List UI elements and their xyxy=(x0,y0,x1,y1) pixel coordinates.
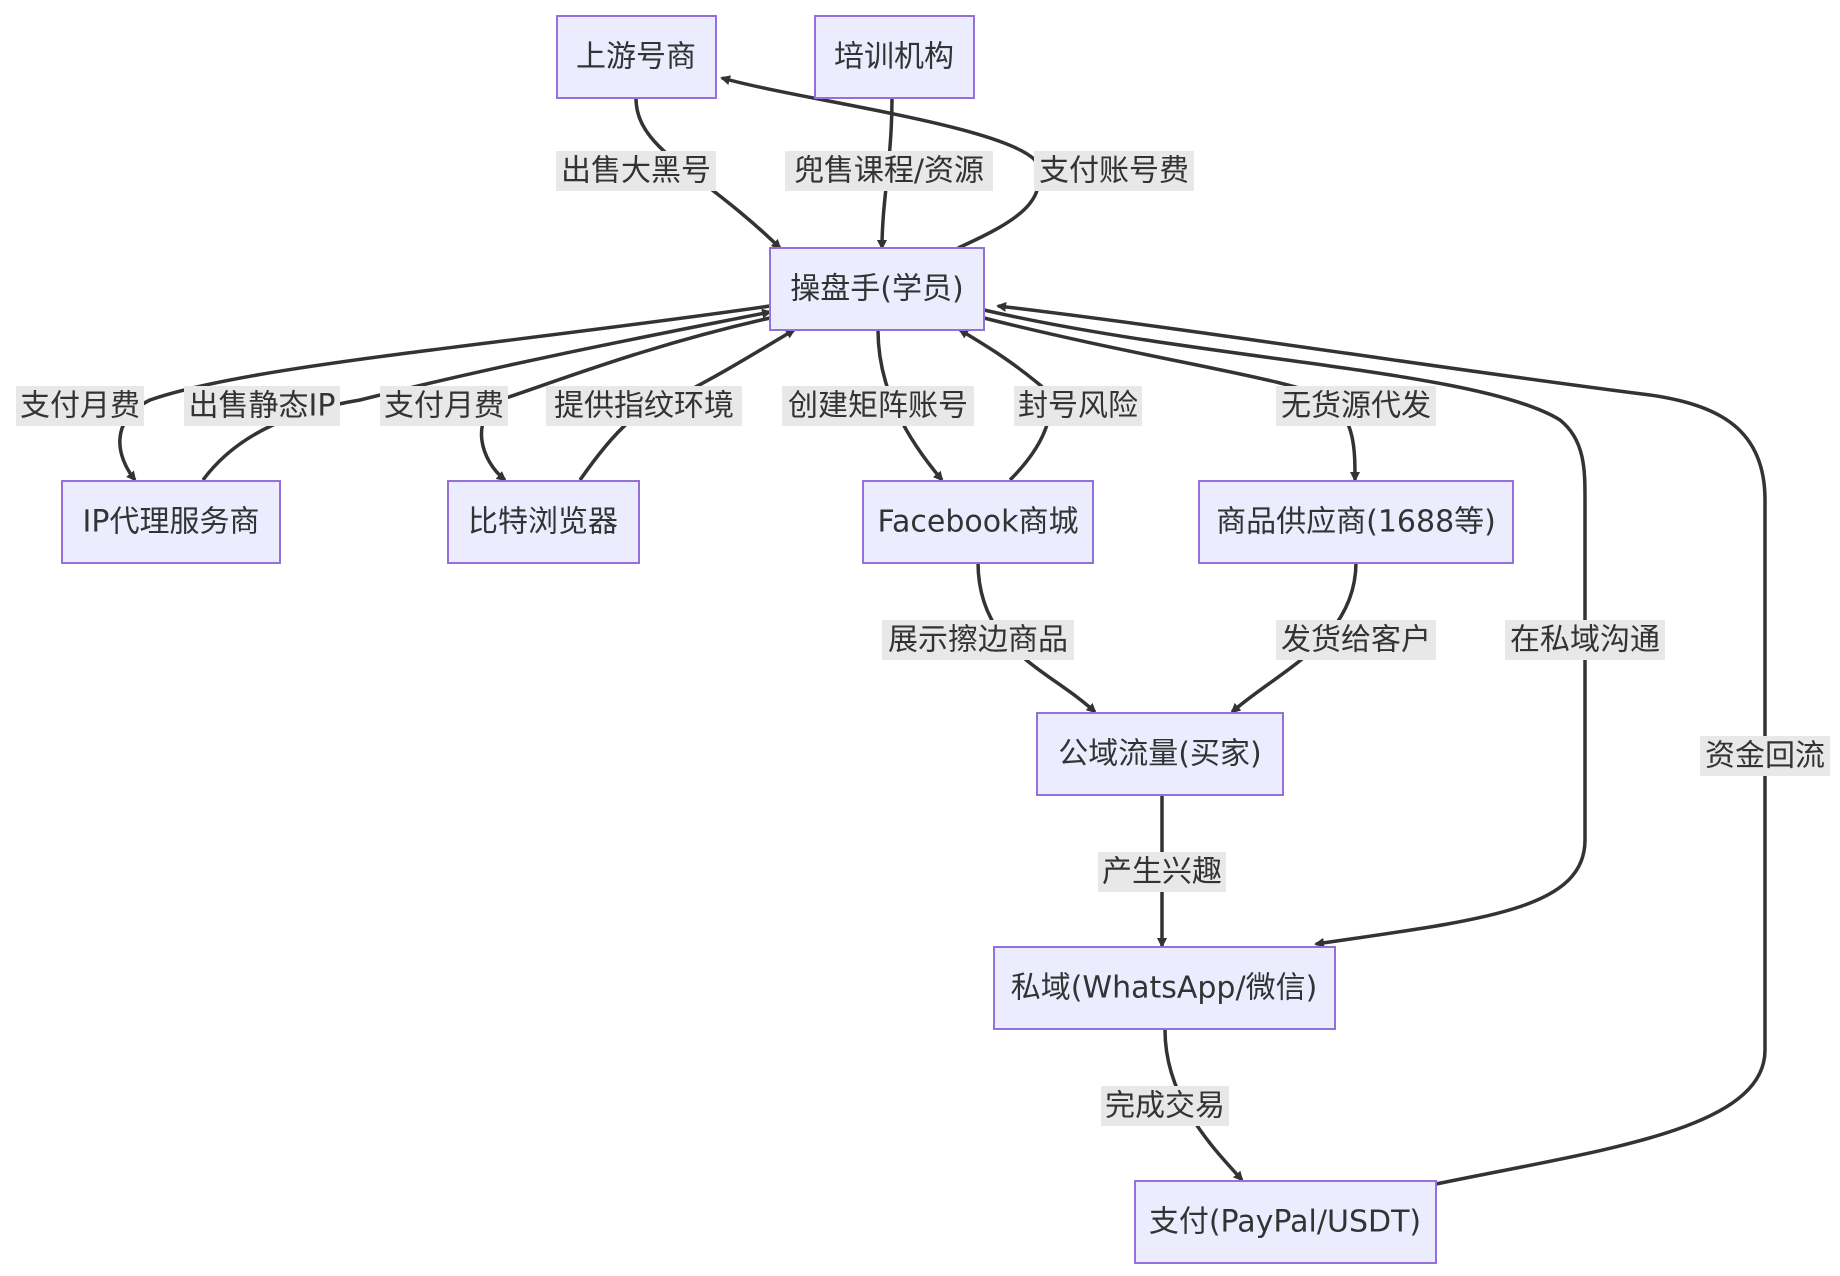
svg-text:创建矩阵账号: 创建矩阵账号 xyxy=(788,389,968,424)
svg-text:IP代理服务商: IP代理服务商 xyxy=(83,505,260,540)
svg-text:比特浏览器: 比特浏览器 xyxy=(468,505,618,540)
edge-label-supplier-to-public-traffic: 发货给客户 xyxy=(1276,620,1436,660)
edge-label-operator-to-bit-browser: 支付月费 xyxy=(380,386,508,426)
svg-text:支付月费: 支付月费 xyxy=(384,389,504,424)
node-payment: 支付(PayPal/USDT) xyxy=(1134,1180,1437,1264)
svg-text:Facebook商城: Facebook商城 xyxy=(878,505,1079,540)
edge-operator-to-private-domain xyxy=(983,308,1587,948)
svg-text:支付(PayPal/USDT): 支付(PayPal/USDT) xyxy=(1149,1205,1421,1240)
svg-text:展示擦边商品: 展示擦边商品 xyxy=(888,623,1068,658)
svg-text:培训机构: 培训机构 xyxy=(834,40,954,75)
edge-label-fb-shop-to-public-traffic: 展示擦边商品 xyxy=(882,620,1074,660)
edge-operator-to-bit-browser xyxy=(479,316,771,482)
svg-text:提供指纹环境: 提供指纹环境 xyxy=(554,389,734,424)
svg-text:资金回流: 资金回流 xyxy=(1705,739,1825,774)
node-private-domain: 私域(WhatsApp/微信) xyxy=(993,946,1336,1030)
edge-label-fb-shop-to-operator: 封号风险 xyxy=(1014,386,1142,426)
edge-label-operator-to-fb-shop: 创建矩阵账号 xyxy=(782,386,974,426)
edge-fb-shop-to-operator xyxy=(958,328,1052,482)
svg-text:商品供应商(1688等): 商品供应商(1688等) xyxy=(1216,505,1496,540)
edge-payment-to-operator xyxy=(996,301,1767,1186)
node-upstream: 上游号商 xyxy=(556,15,717,99)
svg-text:公域流量(买家): 公域流量(买家) xyxy=(1058,737,1261,772)
node-ip-proxy: IP代理服务商 xyxy=(61,480,281,564)
edge-label-payment-to-operator: 资金回流 xyxy=(1700,736,1830,776)
svg-text:出售大黑号: 出售大黑号 xyxy=(561,154,711,189)
svg-text:无货源代发: 无货源代发 xyxy=(1281,389,1431,424)
svg-text:封号风险: 封号风险 xyxy=(1018,389,1138,424)
svg-text:产生兴趣: 产生兴趣 xyxy=(1102,855,1222,890)
svg-text:兜售课程/资源: 兜售课程/资源 xyxy=(794,154,984,189)
node-public-traffic: 公域流量(买家) xyxy=(1036,712,1284,796)
edge-label-operator-to-upstream: 支付账号费 xyxy=(1034,151,1194,191)
edge-label-operator-to-supplier: 无货源代发 xyxy=(1276,386,1436,426)
node-bit-browser: 比特浏览器 xyxy=(447,480,640,564)
node-supplier: 商品供应商(1688等) xyxy=(1198,480,1514,564)
node-training: 培训机构 xyxy=(814,15,975,99)
edge-operator-to-ip-proxy xyxy=(118,304,771,482)
edge-label-upstream-to-operator: 出售大黑号 xyxy=(556,151,716,191)
edge-label-ip-proxy-to-operator: 出售静态IP xyxy=(184,386,340,426)
edge-label-operator-to-ip-proxy: 支付月费 xyxy=(16,386,144,426)
svg-text:操盘手(学员): 操盘手(学员) xyxy=(790,272,963,307)
edge-label-operator-to-private-domain: 在私域沟通 xyxy=(1505,620,1665,660)
svg-text:上游号商: 上游号商 xyxy=(576,40,696,75)
edge-operator-to-upstream xyxy=(720,75,1041,250)
svg-text:私域(WhatsApp/微信): 私域(WhatsApp/微信) xyxy=(1011,971,1318,1006)
node-fb-shop: Facebook商城 xyxy=(862,480,1094,564)
svg-text:在私域沟通: 在私域沟通 xyxy=(1510,623,1660,658)
nodes: 上游号商 培训机构 操盘手(学员) IP代理服务商 比特浏览器 Facebook… xyxy=(61,15,1514,1264)
edge-labels: 出售大黑号 兜售课程/资源 支付账号费 支付月费 出售静态IP 支付月费 提供指… xyxy=(16,151,1830,1126)
edge-label-bit-browser-to-operator: 提供指纹环境 xyxy=(546,386,742,426)
edge-label-public-traffic-to-private-domain: 产生兴趣 xyxy=(1098,852,1226,892)
svg-text:支付账号费: 支付账号费 xyxy=(1039,154,1189,189)
node-operator: 操盘手(学员) xyxy=(769,247,985,331)
svg-text:发货给客户: 发货给客户 xyxy=(1281,623,1431,658)
edge-label-private-domain-to-payment: 完成交易 xyxy=(1101,1086,1229,1126)
svg-text:支付月费: 支付月费 xyxy=(20,389,140,424)
svg-text:出售静态IP: 出售静态IP xyxy=(189,389,336,424)
edge-label-training-to-operator: 兜售课程/资源 xyxy=(785,151,993,191)
svg-text:完成交易: 完成交易 xyxy=(1105,1089,1225,1124)
